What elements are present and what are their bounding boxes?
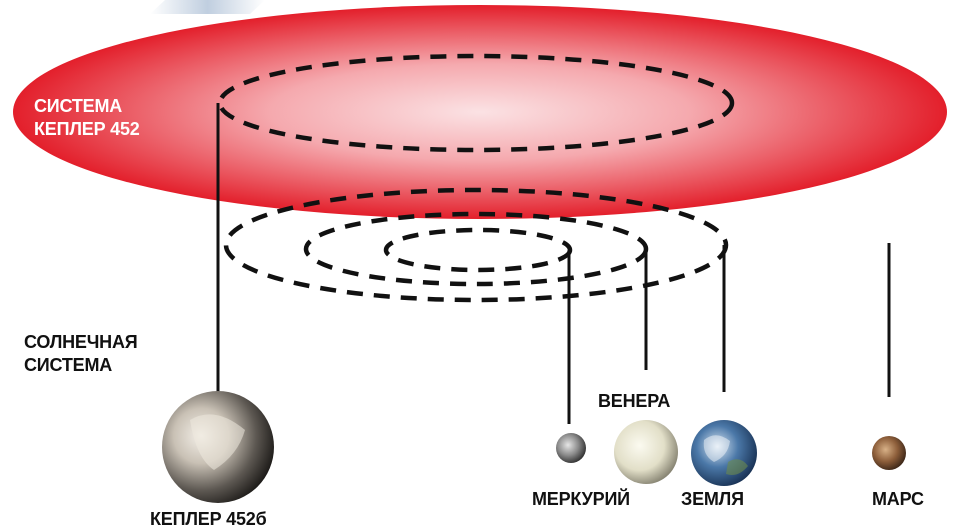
- solar-system-label-line2: СИСТЕМА: [24, 355, 113, 375]
- kepler-system-label-line2: КЕПЛЕР 452: [34, 119, 140, 139]
- kepler-system-label: СИСТЕМА КЕПЛЕР 452: [34, 95, 140, 141]
- solar-system-label: СОЛНЕЧНАЯ СИСТЕМА: [24, 331, 138, 377]
- decorative-streak: [150, 0, 265, 14]
- earth-planet-icon: [691, 420, 757, 486]
- earth-label: ЗЕМЛЯ: [681, 489, 744, 509]
- mars-planet-icon: [872, 436, 906, 470]
- kepler-452b-orbit: [217, 53, 735, 153]
- solar-system-label-line1: СОЛНЕЧНАЯ: [24, 332, 138, 352]
- mercury-label: МЕРКУРИЙ: [532, 489, 630, 509]
- kepler-system-label-line1: СИСТЕМА: [34, 96, 123, 116]
- mars-label: МАРС: [872, 489, 924, 509]
- kepler-452b-planet-icon: [162, 391, 274, 503]
- venus-label: ВЕНЕРА: [598, 391, 671, 411]
- mars-orbit: [223, 187, 729, 303]
- solar-system-outer-orbit: [28, 145, 896, 341]
- venus-planet-icon: [614, 420, 678, 484]
- mercury-planet-icon: [556, 433, 586, 463]
- kepler-452b-label: КЕПЛЕР 452б: [150, 509, 267, 529]
